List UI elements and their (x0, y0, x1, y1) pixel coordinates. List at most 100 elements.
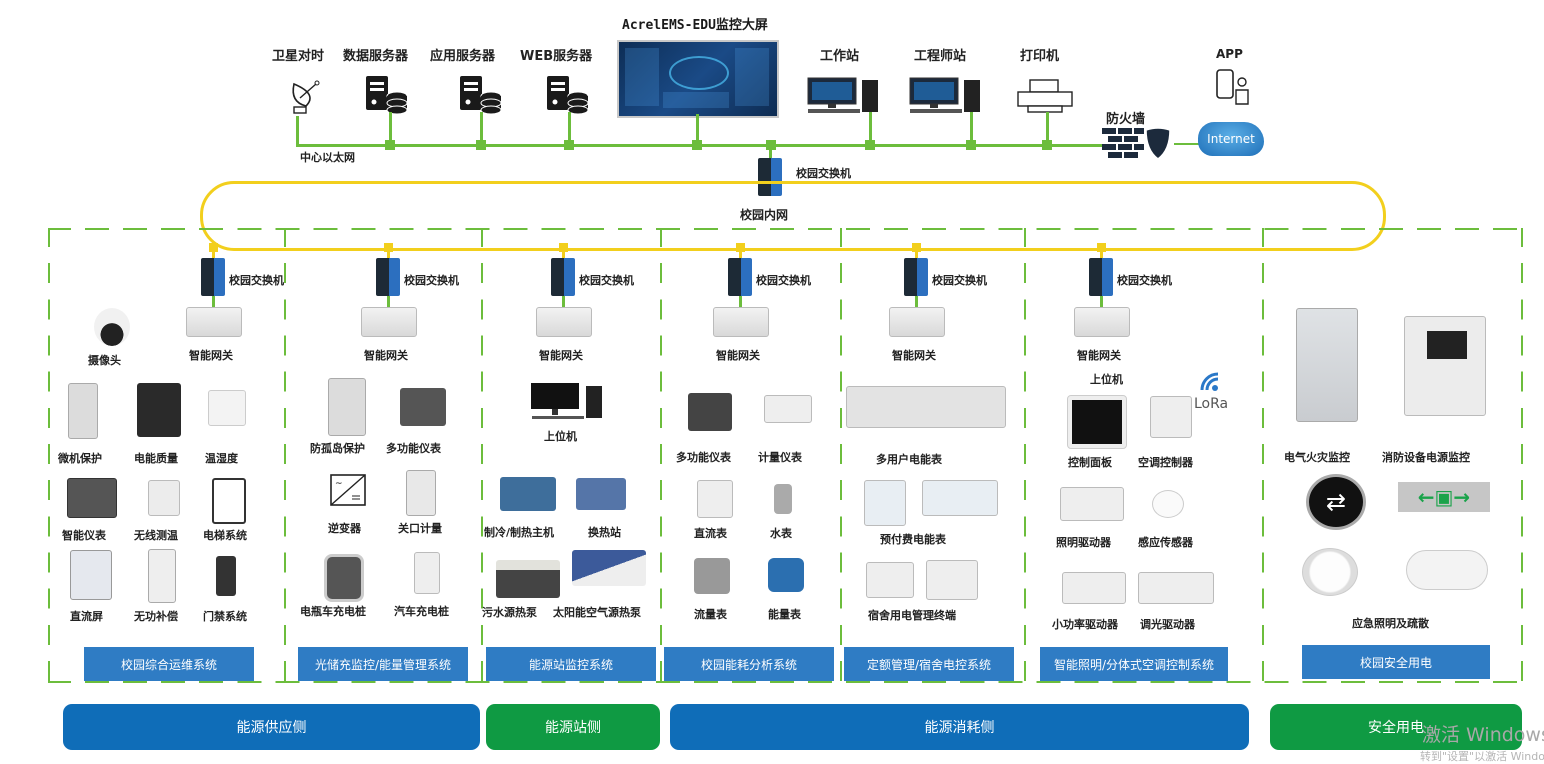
sections-bottom-border (48, 681, 1522, 683)
switch-label: 校园交换机 (229, 274, 284, 287)
section-divider (1262, 228, 1264, 681)
ring-node (912, 243, 921, 252)
section-divider (840, 228, 842, 681)
data-server-label: 数据服务器 (343, 49, 409, 64)
core-switch-label: 校园交换机 (796, 167, 851, 180)
device-label: 太阳能空气源热泵 (553, 606, 641, 619)
printer-label: 打印机 (1020, 49, 1060, 64)
app-server-link (480, 112, 483, 144)
device-image (1060, 487, 1124, 521)
device-label: 消防设备电源监控 (1382, 451, 1470, 464)
section-divider (48, 228, 50, 681)
device-label: 宿舍用电管理终端 (868, 609, 956, 622)
printer-icon (1017, 79, 1073, 113)
internet-cloud: Internet (1198, 122, 1264, 156)
section-divider (1024, 228, 1026, 681)
switch-gateway-link (562, 296, 565, 308)
section-divider (481, 228, 483, 681)
host-computer-icon (531, 383, 602, 419)
device-label: 多功能仪表 (386, 442, 441, 455)
network-node (1042, 140, 1052, 150)
device-label: 逆变器 (328, 522, 361, 535)
fire-power-cabinet (1404, 316, 1486, 416)
device-label: 防孤岛保护 (310, 442, 365, 455)
gateway-label: 智能网关 (1077, 349, 1121, 362)
network-node (564, 140, 574, 150)
gateway-label: 智能网关 (539, 349, 583, 362)
gateway-label: 智能网关 (716, 349, 760, 362)
system-label-ops: 校园综合运维系统 (84, 647, 254, 681)
ring-link (739, 248, 742, 258)
device-image (864, 480, 906, 526)
device-label: 小功率驱动器 (1052, 618, 1118, 631)
camera-icon (94, 308, 130, 346)
device-image (846, 386, 1006, 428)
gateway-label: 智能网关 (364, 349, 408, 362)
workstation-link (869, 112, 872, 144)
device-image (70, 550, 112, 600)
system-label-station: 能源站监控系统 (486, 647, 656, 681)
satellite-link (296, 116, 299, 146)
switch-label: 校园交换机 (932, 274, 987, 287)
device-label: 多用户电能表 (876, 453, 942, 466)
ring-link (915, 248, 918, 258)
monitor-screen-title: AcrelEMS-EDU监控大屏 (622, 18, 768, 33)
printer-link (1046, 112, 1049, 144)
device-image (768, 558, 804, 592)
device-label: 温湿度 (205, 452, 238, 465)
device-image (688, 393, 732, 431)
web-server-label: WEB服务器 (520, 49, 593, 64)
section-divider (284, 228, 286, 681)
switch-gateway-link (1100, 296, 1103, 308)
ring-node (1097, 243, 1106, 252)
device-image (328, 378, 366, 436)
firewall-label: 防火墙 (1106, 112, 1146, 127)
network-node (865, 140, 875, 150)
data-server-link (389, 112, 392, 144)
inverter-icon: ~ (330, 474, 366, 506)
firewall-internet-link (1174, 143, 1200, 145)
device-label: 直流表 (694, 527, 727, 540)
device-image (137, 383, 181, 437)
svg-text:~: ~ (335, 479, 343, 489)
device-image (922, 480, 998, 516)
category-supply-side: 能源供应侧 (63, 704, 480, 750)
switch-icon (376, 258, 400, 296)
firewall-icon (1102, 127, 1171, 160)
category-safety: 安全用电 (1270, 704, 1522, 750)
system-label-lighting: 智能照明/分体式空调控制系统 (1040, 647, 1228, 681)
device-image (694, 558, 730, 594)
ring-link (387, 248, 390, 258)
device-label: 感应传感器 (1138, 536, 1193, 549)
screen-link (696, 114, 699, 144)
gateway-icon (186, 307, 242, 337)
switch-label: 校园交换机 (404, 274, 459, 287)
elevator-icon (212, 478, 246, 524)
satellite-label: 卫星对时 (272, 49, 325, 64)
device-image (866, 562, 914, 598)
internet-label: Internet (1207, 132, 1255, 146)
exit-sign: ←▣→ (1398, 482, 1490, 512)
device-image (697, 480, 733, 518)
ring-node (384, 243, 393, 252)
device-image (572, 550, 646, 586)
workstation-label: 工作站 (820, 49, 860, 64)
switch-icon (728, 258, 752, 296)
app-server-icon (460, 76, 502, 114)
device-image (764, 395, 812, 423)
ring-node (209, 243, 218, 252)
category-consumption-side: 能源消耗侧 (670, 704, 1249, 750)
windows-activation-hint: 转到"设置"以激活 Windows (1420, 750, 1544, 763)
gateway-icon (361, 307, 417, 337)
device-label: 流量表 (694, 608, 727, 621)
engineer-station-label: 工程师站 (914, 49, 967, 64)
device-label: 多功能仪表 (676, 451, 731, 464)
ring-link (212, 248, 215, 258)
host-label: 上位机 (1090, 373, 1123, 386)
engineer-station-computer-icon (909, 77, 980, 113)
gateway-label: 智能网关 (892, 349, 936, 362)
device-label: 空调控制器 (1138, 456, 1193, 469)
network-node (692, 140, 702, 150)
device-image (148, 549, 176, 603)
network-node (766, 140, 776, 150)
